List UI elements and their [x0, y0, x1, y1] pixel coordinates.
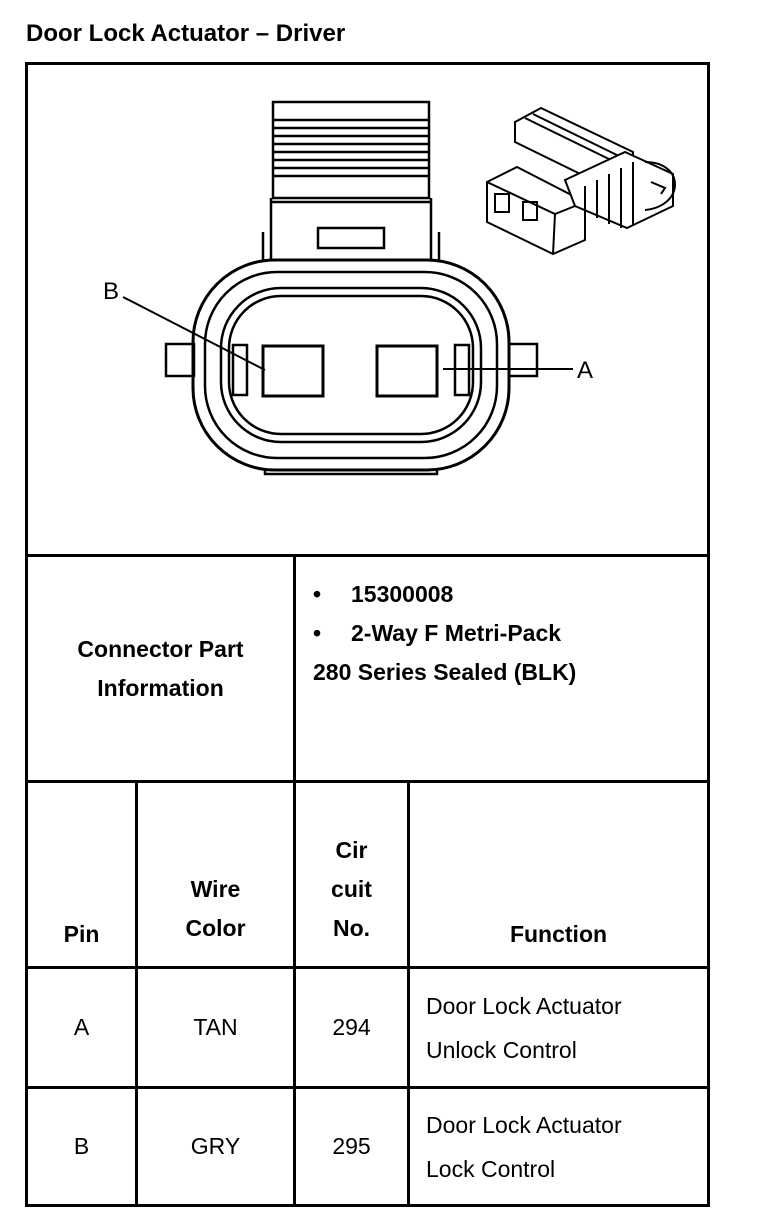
connector-table-frame	[25, 62, 710, 1207]
header-wire-line2: Color	[185, 915, 246, 941]
cavity-a	[375, 344, 439, 398]
row-a-function: Door Lock Actuator Unlock Control	[410, 969, 707, 1086]
row-b-function-line1: Door Lock Actuator	[426, 1111, 622, 1138]
connector-info-label-line1: Connector Part	[77, 635, 244, 662]
row-a-function-line1: Door Lock Actuator	[426, 992, 622, 1019]
connector-info-label-line2: Information	[97, 674, 224, 701]
row-b-pin: B	[73, 1133, 90, 1159]
header-wire-line1: Wire	[190, 876, 241, 902]
page-title: Door Lock Actuator – Driver	[26, 20, 346, 47]
connector-housing	[164, 258, 539, 476]
connector-info-label: Connector Part Information	[28, 557, 293, 780]
connector-diagram: B A	[103, 100, 676, 476]
cavity-b	[261, 344, 325, 398]
header-circuit-line1: Cir	[335, 837, 368, 863]
pin-a-label: A	[577, 357, 593, 384]
connector-description-line1: 2-Way F Metri-Pack	[351, 620, 562, 646]
row-a-function-line2: Unlock Control	[426, 1036, 577, 1063]
header-wire-color: Wire Color	[138, 783, 293, 966]
row-a-pin: A	[73, 1014, 90, 1040]
header-circuit-no: Cir cuit No.	[296, 783, 407, 966]
row-b-wire: GRY	[190, 1133, 241, 1159]
row-a-wire: TAN	[193, 1014, 238, 1040]
header-function: Function	[509, 921, 608, 947]
header-circuit-line2: cuit	[331, 876, 372, 902]
row-b-function: Door Lock Actuator Lock Control	[410, 1089, 707, 1204]
row-b-circuit: 295	[332, 1133, 371, 1159]
pin-b-label: B	[103, 278, 119, 305]
bullet: •	[313, 620, 322, 646]
header-circuit-line3: No.	[332, 915, 371, 941]
row-a-circuit: 294	[332, 1014, 371, 1040]
row-b-function-line2: Lock Control	[426, 1155, 556, 1182]
connector-description-line2: 280 Series Sealed (BLK)	[313, 659, 577, 685]
connector-latch	[261, 100, 441, 262]
header-pin: Pin	[63, 921, 100, 947]
leader-line-b	[122, 296, 266, 371]
bullet: •	[313, 581, 322, 607]
connector-part-details: • 15300008 • 2-Way F Metri-Pack 280 Series…	[313, 575, 576, 692]
part-number: 15300008	[351, 581, 454, 607]
connector-iso-view	[486, 106, 676, 256]
